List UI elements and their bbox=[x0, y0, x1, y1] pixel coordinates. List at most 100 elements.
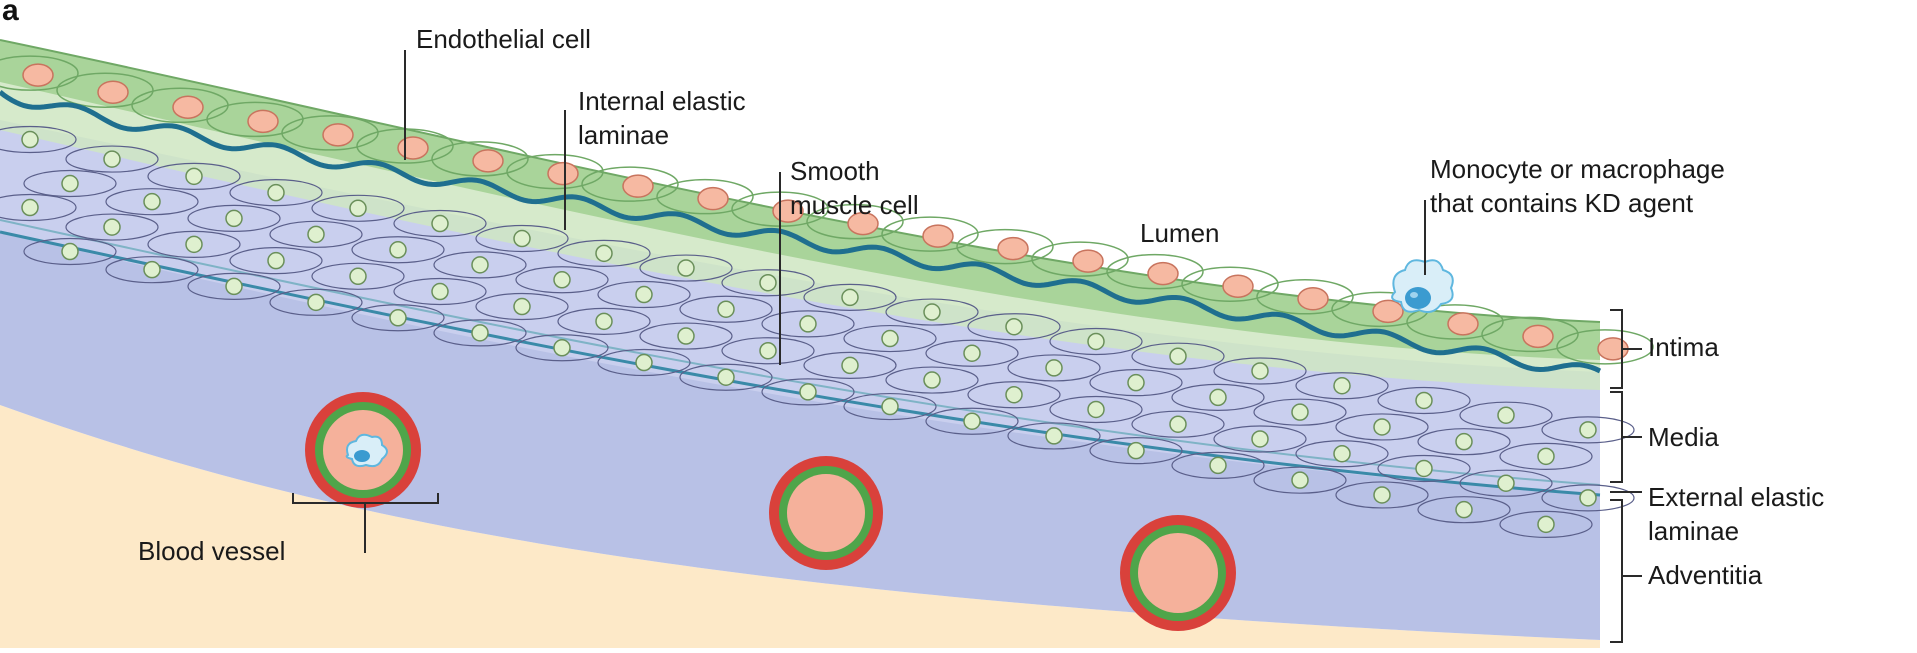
endothelial-nucleus bbox=[998, 238, 1028, 260]
smooth-muscle-nucleus bbox=[514, 231, 530, 247]
smooth-muscle-nucleus bbox=[1292, 472, 1308, 488]
smooth-muscle-nucleus bbox=[1088, 401, 1104, 417]
endothelial-nucleus bbox=[1148, 263, 1178, 285]
smooth-muscle-nucleus bbox=[678, 260, 694, 276]
smooth-muscle-nucleus bbox=[1046, 428, 1062, 444]
label-monocyte-1: Monocyte or macrophage bbox=[1430, 154, 1725, 185]
endothelial-nucleus bbox=[1523, 325, 1553, 347]
label-endothelial-cell: Endothelial cell bbox=[416, 24, 591, 55]
smooth-muscle-nucleus bbox=[800, 384, 816, 400]
smooth-muscle-nucleus bbox=[882, 399, 898, 415]
smooth-muscle-nucleus bbox=[718, 369, 734, 385]
smooth-muscle-nucleus bbox=[22, 200, 38, 216]
smooth-muscle-nucleus bbox=[22, 132, 38, 148]
smooth-muscle-nucleus bbox=[1088, 333, 1104, 349]
smooth-muscle-nucleus bbox=[1456, 434, 1472, 450]
smooth-muscle-nucleus bbox=[596, 313, 612, 329]
smooth-muscle-nucleus bbox=[1456, 502, 1472, 518]
label-lumen: Lumen bbox=[1140, 218, 1220, 249]
smooth-muscle-nucleus bbox=[1498, 475, 1514, 491]
smooth-muscle-nucleus bbox=[186, 168, 202, 184]
label-blood-vessel: Blood vessel bbox=[138, 536, 285, 567]
smooth-muscle-nucleus bbox=[226, 210, 242, 226]
smooth-muscle-nucleus bbox=[432, 216, 448, 232]
smooth-muscle-nucleus bbox=[350, 200, 366, 216]
smooth-muscle-nucleus bbox=[964, 345, 980, 361]
panel-label: a bbox=[2, 0, 19, 28]
smooth-muscle-nucleus bbox=[104, 219, 120, 235]
smooth-muscle-nucleus bbox=[1580, 422, 1596, 438]
endothelial-nucleus bbox=[923, 225, 953, 247]
smooth-muscle-nucleus bbox=[678, 328, 694, 344]
smooth-muscle-nucleus bbox=[1170, 416, 1186, 432]
label-monocyte-2: that contains KD agent bbox=[1430, 188, 1693, 219]
endothelial-nucleus bbox=[398, 137, 428, 159]
smooth-muscle-nucleus bbox=[308, 294, 324, 310]
endothelial-nucleus bbox=[473, 150, 503, 172]
label-internal-elastic-1: Internal elastic bbox=[578, 86, 746, 117]
endothelial-nucleus bbox=[1073, 250, 1103, 272]
smooth-muscle-nucleus bbox=[1046, 360, 1062, 376]
smooth-muscle-nucleus bbox=[636, 287, 652, 303]
smooth-muscle-nucleus bbox=[1374, 487, 1390, 503]
endothelial-nucleus bbox=[548, 163, 578, 185]
endothelial-nucleus bbox=[98, 81, 128, 103]
smooth-muscle-nucleus bbox=[1374, 419, 1390, 435]
smooth-muscle-nucleus bbox=[62, 176, 78, 192]
smooth-muscle-nucleus bbox=[268, 253, 284, 269]
smooth-muscle-nucleus bbox=[1538, 448, 1554, 464]
smooth-muscle-nucleus bbox=[1498, 407, 1514, 423]
blood-vessel-2 bbox=[769, 456, 883, 570]
smooth-muscle-nucleus bbox=[1128, 443, 1144, 459]
smooth-muscle-nucleus bbox=[1210, 457, 1226, 473]
smooth-muscle-nucleus bbox=[1252, 363, 1268, 379]
smooth-muscle-nucleus bbox=[760, 343, 776, 359]
endothelial-nucleus bbox=[323, 124, 353, 146]
smooth-muscle-nucleus bbox=[104, 151, 120, 167]
endothelial-nucleus bbox=[248, 110, 278, 132]
smooth-muscle-nucleus bbox=[514, 299, 530, 315]
endothelial-nucleus bbox=[1223, 275, 1253, 297]
smooth-muscle-nucleus bbox=[432, 284, 448, 300]
bracket-media bbox=[1610, 392, 1642, 482]
smooth-muscle-nucleus bbox=[186, 236, 202, 252]
endothelial-nucleus bbox=[1298, 288, 1328, 310]
smooth-muscle-nucleus bbox=[842, 289, 858, 305]
smooth-muscle-nucleus bbox=[842, 357, 858, 373]
label-smooth-muscle-2: muscle cell bbox=[790, 190, 919, 221]
endothelial-nucleus bbox=[23, 64, 53, 86]
smooth-muscle-nucleus bbox=[226, 278, 242, 294]
smooth-muscle-nucleus bbox=[1416, 460, 1432, 476]
smooth-muscle-nucleus bbox=[1538, 516, 1554, 532]
smooth-muscle-nucleus bbox=[472, 257, 488, 273]
smooth-muscle-nucleus bbox=[472, 325, 488, 341]
smooth-muscle-nucleus bbox=[390, 310, 406, 326]
smooth-muscle-nucleus bbox=[1006, 387, 1022, 403]
smooth-muscle-nucleus bbox=[924, 372, 940, 388]
smooth-muscle-nucleus bbox=[924, 304, 940, 320]
endothelial-nucleus bbox=[173, 96, 203, 118]
smooth-muscle-nucleus bbox=[1170, 348, 1186, 364]
smooth-muscle-nucleus bbox=[1334, 446, 1350, 462]
bracket-adventitia bbox=[1610, 500, 1642, 642]
smooth-muscle-nucleus bbox=[1128, 375, 1144, 391]
label-smooth-muscle-1: Smooth bbox=[790, 156, 880, 187]
smooth-muscle-nucleus bbox=[882, 331, 898, 347]
smooth-muscle-nucleus bbox=[1334, 378, 1350, 394]
endothelial-nucleus bbox=[623, 175, 653, 197]
smooth-muscle-nucleus bbox=[554, 340, 570, 356]
macrophage-cell bbox=[1392, 260, 1453, 312]
smooth-muscle-nucleus bbox=[62, 244, 78, 260]
label-adventitia: Adventitia bbox=[1648, 560, 1762, 591]
smooth-muscle-nucleus bbox=[1252, 431, 1268, 447]
smooth-muscle-nucleus bbox=[268, 185, 284, 201]
label-intima: Intima bbox=[1648, 332, 1719, 363]
smooth-muscle-nucleus bbox=[144, 262, 160, 278]
smooth-muscle-nucleus bbox=[964, 413, 980, 429]
smooth-muscle-nucleus bbox=[760, 275, 776, 291]
smooth-muscle-nucleus bbox=[1210, 389, 1226, 405]
endothelial-nucleus bbox=[1373, 300, 1403, 322]
smooth-muscle-nucleus bbox=[350, 268, 366, 284]
